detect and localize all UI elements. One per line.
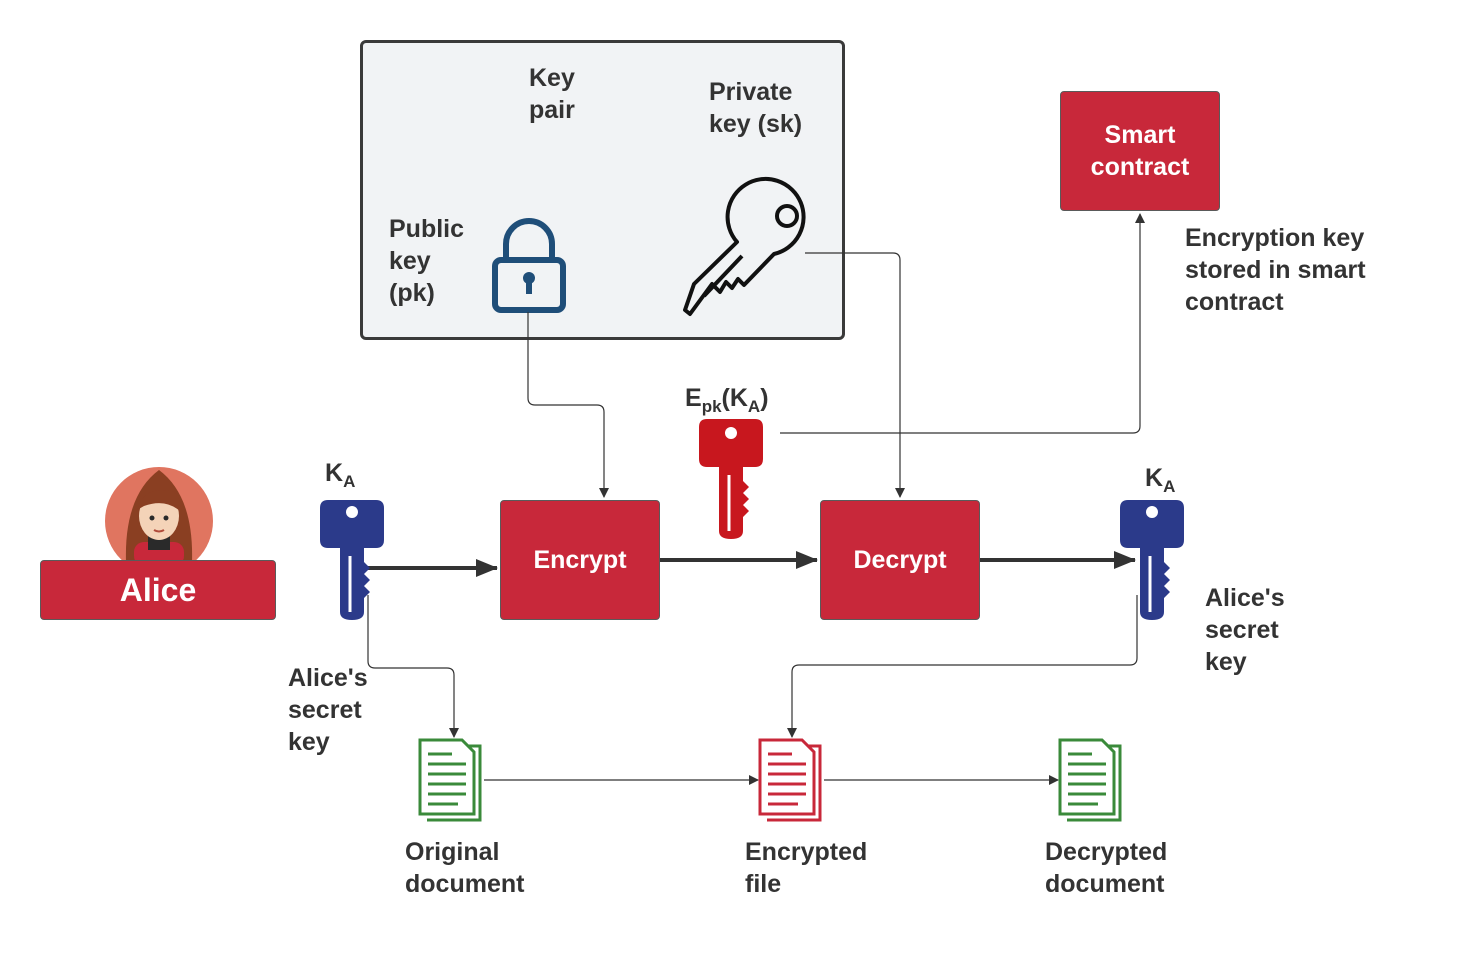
left-ka-label: KA: [325, 459, 356, 491]
avatar-icon: [105, 467, 213, 575]
blue-key-icon: [320, 500, 384, 620]
smart-contract-note: Encryption key stored in smart contract: [1185, 224, 1366, 316]
private-key-to-decrypt-line: [805, 252, 905, 498]
document-icon: [758, 738, 822, 822]
right-ka-label: KA: [1145, 464, 1176, 496]
document-icon: [1058, 738, 1122, 822]
encrypted-key-to-contract-line: [780, 213, 1145, 434]
decrypt-box: Decrypt: [820, 500, 980, 620]
encrypt-box: Encrypt: [500, 500, 660, 620]
encrypted-file-label: Encrypted file: [745, 838, 868, 898]
encrypted-key-label: Epk(KA): [685, 384, 769, 416]
red-key-icon: [699, 419, 763, 539]
public-key-to-encrypt-line: [527, 312, 609, 498]
right-key-caption: Alice's secret key: [1205, 584, 1285, 676]
decrypted-document-label: Decrypted document: [1045, 838, 1168, 898]
key-pair-title: Key pair: [529, 64, 575, 124]
private-key-label: Private key (sk): [709, 78, 803, 138]
left-key-to-document-line: [367, 595, 459, 738]
public-key-label: Public key (pk): [389, 215, 465, 307]
document-icon: [418, 738, 482, 822]
private-key-icon: [683, 176, 806, 316]
original-document-label: Original document: [405, 838, 525, 898]
alice-label: Alice: [40, 560, 276, 620]
blue-key-icon: [1120, 500, 1184, 620]
lock-icon: [492, 218, 566, 313]
right-key-to-file-line: [787, 595, 1138, 738]
key-pair-panel: [360, 40, 845, 340]
left-key-caption: Alice's secret key: [288, 664, 368, 756]
smart-contract-box: Smart contract: [1060, 91, 1220, 211]
